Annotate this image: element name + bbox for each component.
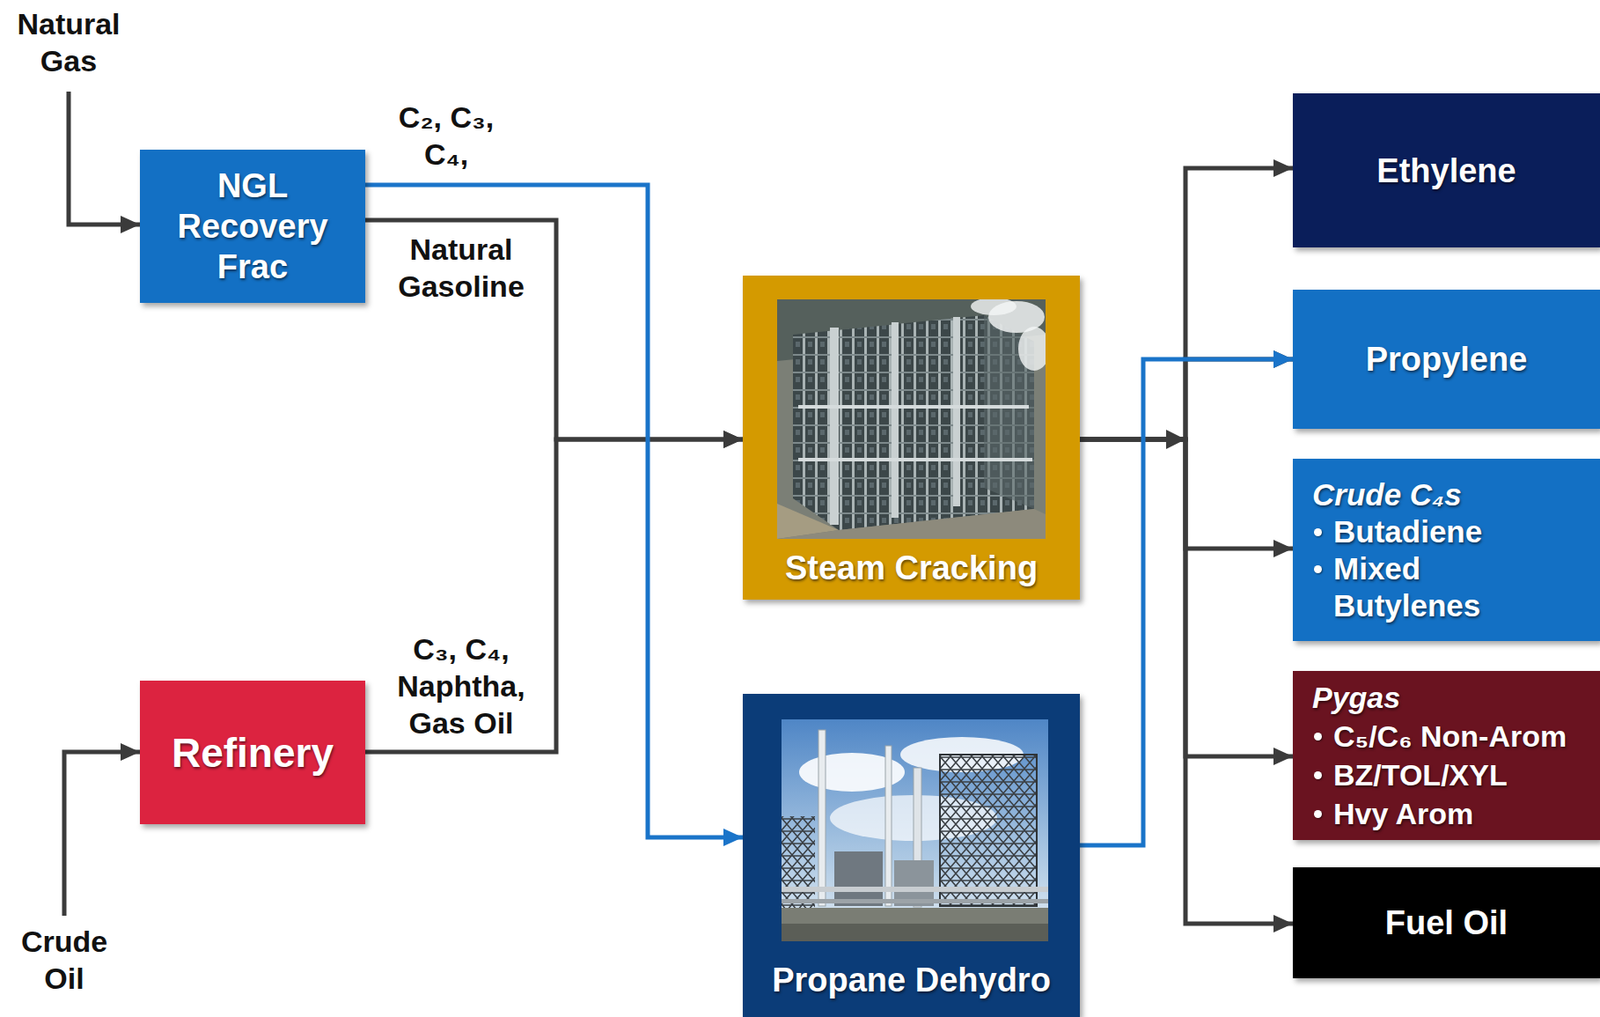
photo-part xyxy=(798,404,1029,409)
product-box: Propylene xyxy=(1292,289,1600,429)
plant-photo xyxy=(781,719,1049,941)
photo-part xyxy=(885,745,892,906)
photo-part xyxy=(939,754,1037,906)
list-item: Mixed Butylenes xyxy=(1312,550,1523,624)
list-item-text: C₅/C₆ Non-Arom xyxy=(1333,716,1567,756)
plant-photo xyxy=(777,299,1046,539)
feed-arrow xyxy=(64,751,140,916)
process-box: NGL Recovery Frac xyxy=(139,149,366,303)
product-box: Fuel Oil xyxy=(1292,866,1600,978)
flow-arrow xyxy=(365,439,743,752)
source-label: Natural Gas xyxy=(2,5,135,80)
box-label: Propane Dehydro xyxy=(771,960,1051,999)
bullet-dot xyxy=(1313,565,1322,573)
photo-part xyxy=(798,457,1033,462)
bullet-dot xyxy=(1313,528,1322,536)
photo-part xyxy=(829,327,839,525)
list-heading: Crude C₄s xyxy=(1312,476,1462,514)
photo-part xyxy=(818,729,826,906)
list-item-text: BZ/TOL/XYL xyxy=(1333,755,1508,794)
photo-part xyxy=(781,923,1049,941)
flow-arrow xyxy=(1079,359,1293,440)
list-item-text: Hvy Arom xyxy=(1333,793,1474,833)
product-box: PygasC₅/C₆ Non-AromBZ/TOL/XYLHvy Arom xyxy=(1292,670,1600,840)
flow-label: C₃, C₄, Naphtha, Gas Oil xyxy=(381,630,541,742)
photo-part xyxy=(891,322,899,518)
photo-part xyxy=(781,907,1049,941)
box-label: Propylene xyxy=(1365,338,1528,380)
photo-part xyxy=(781,815,815,909)
box-label: Steam Cracking xyxy=(785,548,1038,588)
flow-label: Natural Gasoline xyxy=(381,230,541,305)
bus-arrowhead xyxy=(1166,429,1186,449)
bullet-dot xyxy=(1313,770,1322,779)
photo-part xyxy=(781,886,1049,892)
photo-part xyxy=(939,754,1037,906)
bullet-dot xyxy=(1313,809,1322,818)
bullet-dot xyxy=(1313,732,1322,741)
product-box: Crude C₄sButadieneMixed Butylenes xyxy=(1292,458,1600,641)
photo-part xyxy=(953,316,961,507)
flow-label: C₂, C₃, C₄, xyxy=(380,98,513,173)
photo-part xyxy=(781,719,1049,941)
box-label: Ethylene xyxy=(1376,150,1516,191)
source-label: Crude Oil xyxy=(2,922,126,997)
product-box: Ethylene xyxy=(1292,93,1600,248)
box-label: Fuel Oil xyxy=(1385,902,1508,943)
photo-part xyxy=(970,299,1017,316)
photo-part xyxy=(781,898,1049,903)
flow-arrow xyxy=(365,220,743,440)
process-box: Refinery xyxy=(139,680,366,824)
flow-arrow xyxy=(365,184,743,837)
list-item-text: Butadiene xyxy=(1333,513,1483,551)
photo-part xyxy=(777,508,1046,539)
flow-arrow xyxy=(1079,359,1293,845)
list-item-text: Mixed Butylenes xyxy=(1333,550,1523,624)
photo-part xyxy=(834,851,883,906)
photo-part xyxy=(792,315,1035,530)
flow-arrow xyxy=(1079,168,1293,440)
flow-arrow xyxy=(1079,439,1293,924)
list-heading: Pygas xyxy=(1312,677,1401,717)
list-item: Butadiene xyxy=(1312,513,1483,551)
box-label: Refinery xyxy=(171,729,334,776)
photo-part xyxy=(777,299,1046,539)
list-item: Hvy Arom xyxy=(1312,793,1474,833)
list-item: C₅/C₆ Non-Arom xyxy=(1312,716,1567,756)
photo-part xyxy=(1018,326,1046,371)
feed-arrow xyxy=(68,91,140,225)
box-label: NGL Recovery Frac xyxy=(160,165,345,287)
list-item: BZ/TOL/XYL xyxy=(1312,755,1508,794)
